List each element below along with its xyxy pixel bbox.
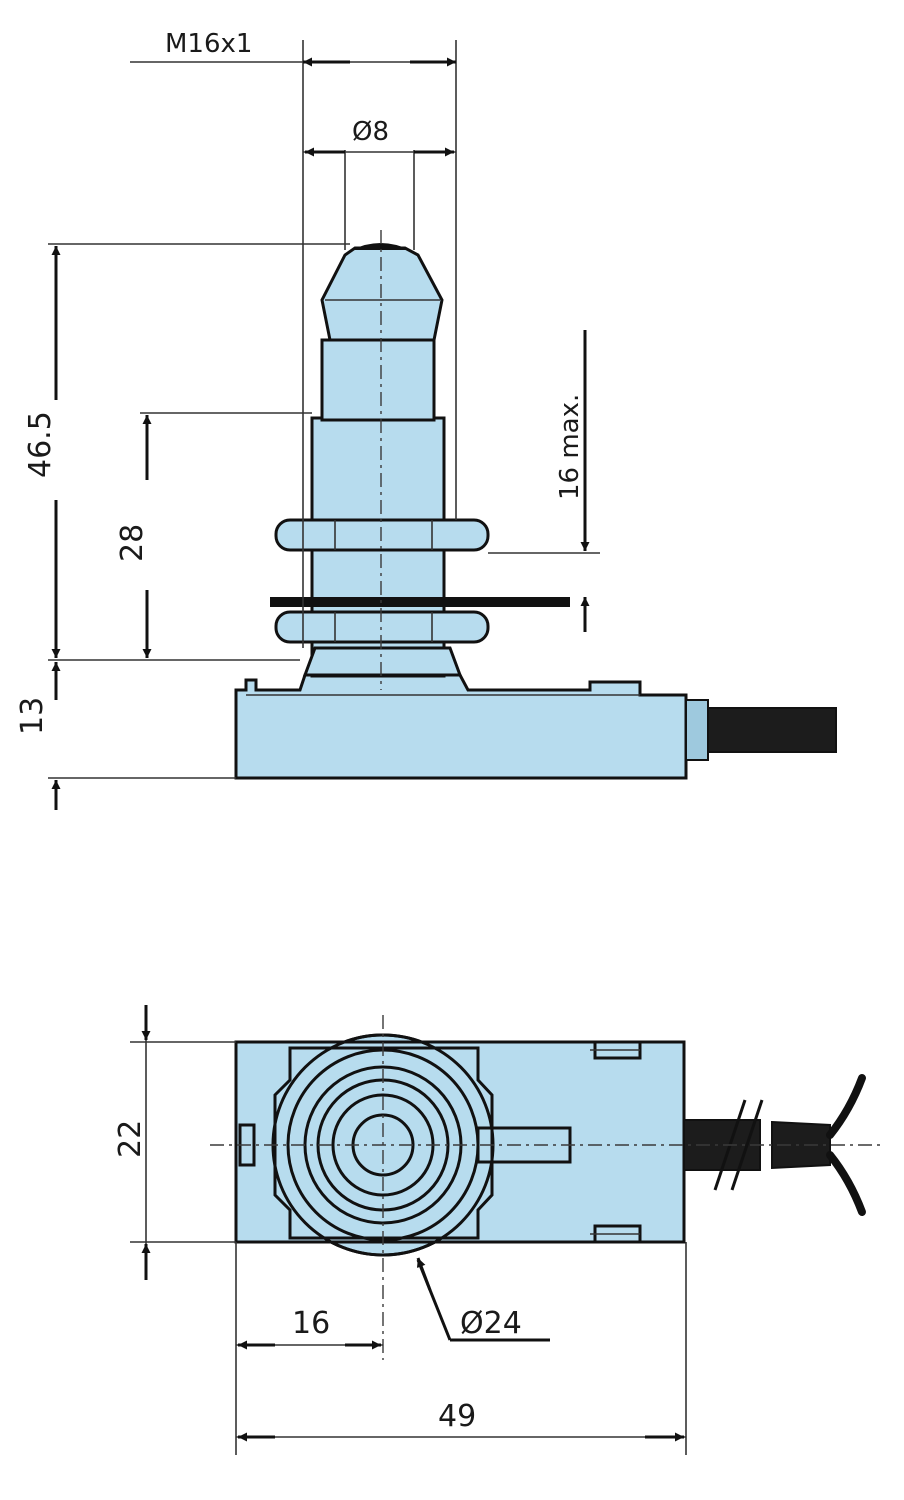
wire-down [826,1151,866,1216]
dim-panel-thickness-label: 16 max. [555,394,585,500]
cable-gland [685,699,709,761]
dim-arrow [416,1257,432,1291]
dim-axis-offset-label: 16 [292,1306,330,1341]
panel-washer [270,597,570,607]
lower-nut [274,610,490,644]
dim-length-label: 49 [438,1399,476,1434]
cable-top-far [771,1120,831,1170]
body-neck [302,646,463,677]
plunger-tube [320,338,436,422]
dim-flange-diameter-label: Ø24 [460,1306,522,1341]
plunger-head [320,246,444,342]
base-block [234,673,688,780]
cable [685,707,837,753]
break-line [730,1099,764,1191]
dim-thread-label: M16x1 [165,29,252,59]
side-view: M16x1 Ø8 46.5 28 16 max. 13 [15,29,837,810]
dim-thread-length-label: 28 [115,524,150,562]
upper-nut [274,518,490,552]
dim-width-label: 22 [113,1120,148,1158]
dim-base-height-label: 13 [15,697,50,735]
dim-overall-height-label: 46.5 [23,411,58,478]
wire-up [826,1074,866,1139]
mount-recess [273,1046,494,1240]
top-view: 22 Ø24 16 49 [113,1005,880,1455]
dim-plunger-diameter-label: Ø8 [352,117,389,147]
cable-top [683,1119,761,1171]
plunger-tip [352,243,410,250]
